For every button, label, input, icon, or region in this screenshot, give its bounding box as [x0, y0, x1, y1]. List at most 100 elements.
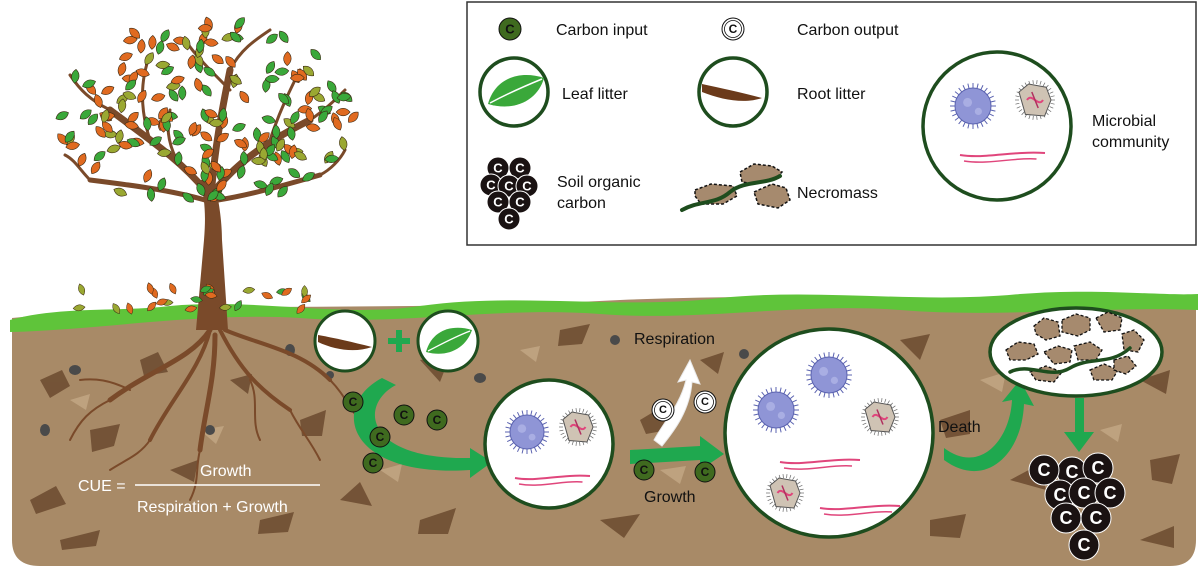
soc-carbon-ball: C	[1068, 529, 1100, 561]
carbon-input-glyph: C	[701, 465, 710, 479]
fallen-leaf	[199, 285, 212, 293]
legend-box: C Carbon input C Carbon output Leaf litt…	[466, 1, 1197, 246]
tree-leaf	[288, 168, 301, 178]
cue-lhs: CUE =	[78, 478, 126, 495]
death-arrow	[944, 380, 1034, 472]
tree-leaf	[211, 54, 224, 65]
soc-carbon-ball: C	[1028, 454, 1060, 486]
tree-leaf	[79, 109, 92, 120]
tree-leaf	[118, 98, 127, 114]
tree-leaf	[302, 172, 315, 182]
tree-leaf	[278, 30, 289, 43]
carbon-input-glyph: C	[400, 408, 409, 422]
legend-soc-label-line1: Soil organic	[557, 174, 641, 191]
carbon-input-dot: C	[393, 404, 415, 426]
tree-leaf	[144, 52, 154, 65]
soc-glyph: C	[504, 212, 514, 227]
tree-leaf	[178, 85, 187, 101]
fallen-leaf	[78, 283, 86, 296]
fallen-leaf	[301, 285, 308, 298]
fallen-leaf	[146, 282, 154, 295]
tree-leaf	[332, 117, 342, 131]
plus-sign	[388, 330, 410, 352]
carbon-input-glyph: C	[433, 413, 442, 427]
legend-leaf-litter-label: Leaf litter	[562, 86, 628, 103]
litter-to-microbes-arrow	[353, 378, 492, 478]
legend-carbon-input-icon: C	[498, 17, 522, 41]
fungal-spore	[753, 387, 799, 433]
soc-glyph: C	[522, 179, 532, 194]
bacterium	[861, 398, 899, 436]
carbon-input-dot: C	[426, 409, 448, 431]
soc-carbon-ball: C	[1068, 477, 1100, 509]
tree-leaf	[157, 148, 172, 157]
legend-carbon-input-label: Carbon input	[556, 22, 648, 39]
carbon-input-glyph: C	[349, 395, 358, 409]
fallen-leaf	[147, 301, 157, 312]
tree-leaf	[261, 115, 276, 124]
fallen-leaf	[219, 304, 232, 311]
bacterium	[766, 474, 804, 512]
carbon-output-dot: C	[693, 390, 717, 414]
tree-leaf	[336, 93, 352, 102]
tree-leaf	[151, 93, 166, 102]
tree-leaf	[172, 136, 186, 146]
tree-leaf	[324, 154, 340, 163]
soc-glyph: C	[493, 161, 503, 176]
tree-leaf	[122, 91, 137, 100]
tree-leaf	[309, 86, 321, 97]
tree-leaf	[182, 192, 194, 203]
root-litter-input-circle	[313, 309, 377, 373]
bacterium	[1015, 80, 1055, 120]
tree-leaf	[253, 180, 268, 189]
fungal-hypha	[959, 151, 1046, 163]
tree-leaf	[119, 52, 133, 61]
tree-leaf	[234, 17, 245, 29]
microbial-community-circle	[483, 378, 615, 510]
fallen-leaf	[234, 300, 242, 312]
soc-glyph: C	[1104, 483, 1117, 503]
tree-leaf	[232, 123, 246, 132]
tree-leaf	[218, 107, 227, 123]
tree-leaf	[335, 108, 351, 117]
tree-leaf	[229, 75, 242, 85]
tree-leaf	[87, 113, 98, 125]
soc-glyph: C	[1090, 508, 1103, 528]
tree-leaf	[278, 93, 289, 105]
tree-leaf	[125, 79, 137, 91]
tree-leaf	[57, 133, 68, 145]
fallen-leaf	[261, 292, 274, 300]
tree-leaf	[339, 136, 348, 151]
tree-leaf	[196, 38, 205, 54]
respiration-label: Respiration	[634, 331, 715, 348]
tree-leaf	[230, 31, 241, 43]
fallen-leaf	[242, 287, 256, 294]
tree-leaf	[348, 111, 359, 123]
tree-leaf	[204, 109, 218, 119]
legend-root-litter-icon	[697, 56, 769, 128]
tree-leaf	[202, 148, 214, 159]
tree-leaf	[187, 54, 196, 70]
tree-leaf	[71, 68, 80, 84]
tree-leaf	[64, 130, 75, 143]
tree-leaf	[327, 80, 337, 93]
carbon-input-dot: C	[694, 461, 716, 483]
tree-leaf	[289, 73, 305, 82]
legend-microbial-label-line1: Microbial	[1092, 113, 1156, 130]
soc-glyph: C	[1092, 458, 1105, 478]
tree-leaf	[101, 85, 115, 95]
tree-leaf	[65, 141, 80, 150]
fallen-leaf	[296, 304, 306, 314]
fallen-leaf	[190, 296, 203, 303]
bacterium	[559, 408, 597, 446]
carbon-output-glyph: C	[659, 404, 667, 416]
soc-glyph: C	[515, 161, 525, 176]
tree-leaf	[305, 123, 321, 132]
fallen-leaf	[301, 294, 311, 304]
soc-carbon-ball: C	[497, 207, 521, 231]
tree-leaf	[239, 90, 250, 104]
legend-leaf-litter-icon	[478, 56, 550, 128]
